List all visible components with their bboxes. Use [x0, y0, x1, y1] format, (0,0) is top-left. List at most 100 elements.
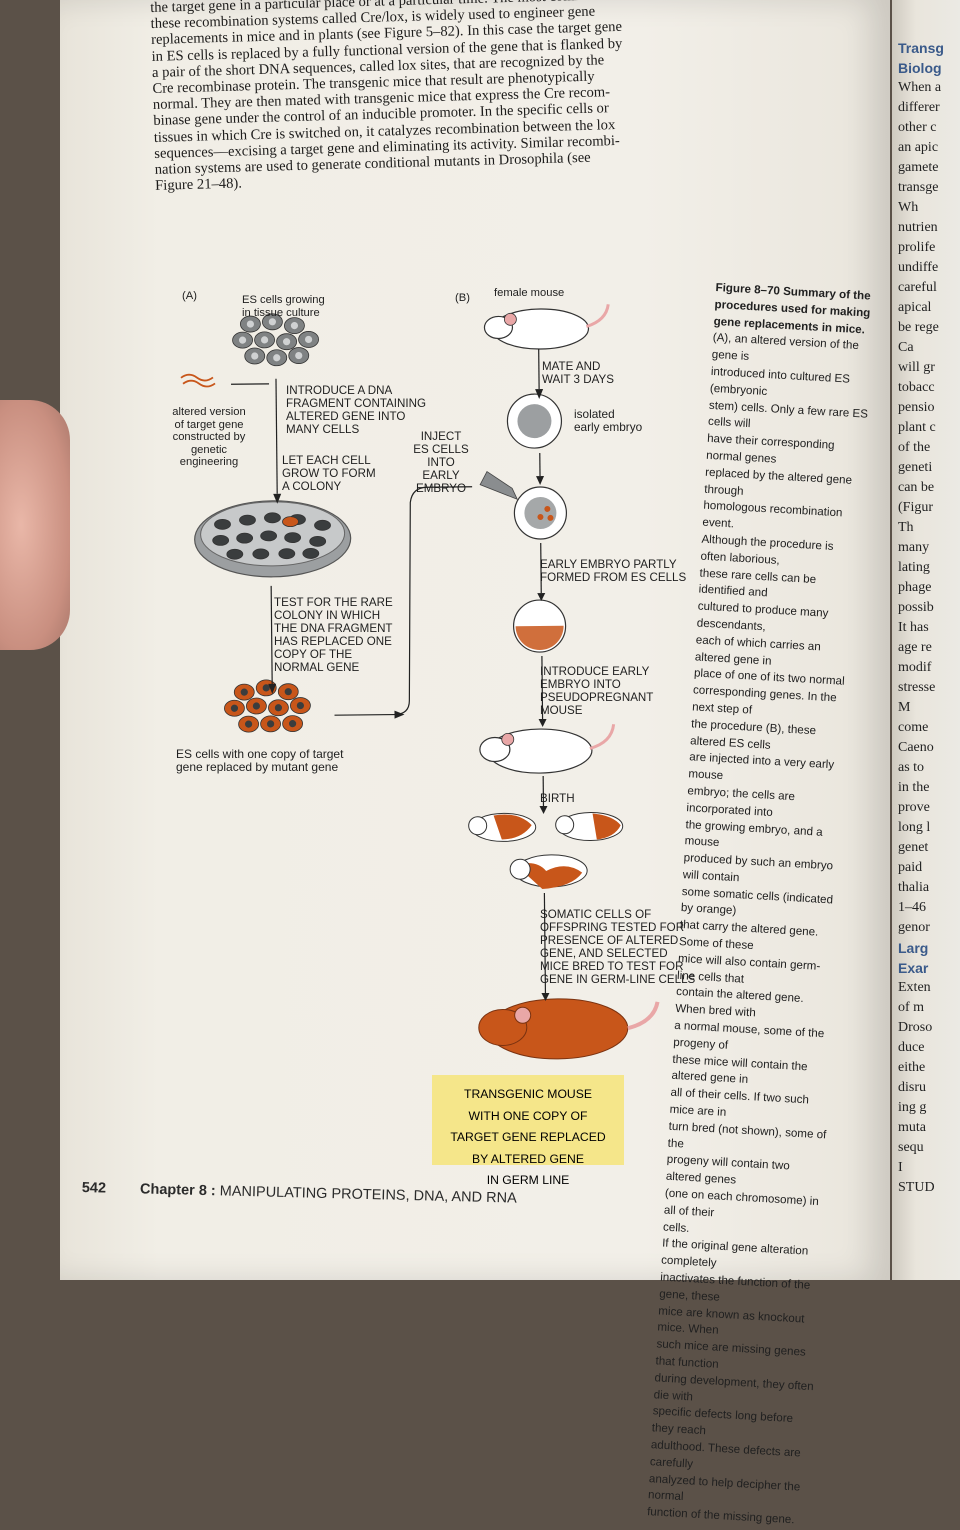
chapter-number: Chapter 8 : [140, 1181, 216, 1199]
facing-page-line: apical [898, 300, 931, 316]
introduce-early-line: PSEUDOPREGNANT [540, 691, 653, 704]
test-rare-line: THE DNA FRAGMENT [274, 622, 393, 635]
altered-version-line: engineering [164, 456, 254, 469]
cell [237, 533, 253, 543]
female-mouse-label: female mouse [494, 287, 564, 300]
facing-page-line: pensio [898, 400, 935, 416]
transgenic-mouse-line: IN GERM LINE [432, 1167, 624, 1189]
somatic-cells-line: OFFSPRING TESTED FOR [540, 921, 695, 934]
introduce-early-line: MOUSE [540, 704, 653, 717]
facing-page-line: Droso [898, 1020, 932, 1036]
inject-line: EARLY EMBRYO [398, 469, 484, 495]
thumb [0, 400, 70, 650]
facing-page-line: long l [898, 820, 930, 836]
facing-page-line: Transg [898, 40, 944, 56]
facing-page-line: undiffe [898, 260, 938, 276]
body-paragraph: the target gene in a particular place or… [150, 0, 695, 194]
facing-page-line: It has [898, 620, 929, 636]
transgenic-mouse-line: TARGET GENE REPLACED [432, 1124, 624, 1146]
introduce-early-line: EMBRYO INTO [540, 678, 653, 691]
rare-colony-cells [224, 679, 311, 732]
cell [261, 531, 277, 541]
facing-page-line: I [898, 1160, 903, 1176]
facing-page-line: careful [898, 280, 937, 296]
cell [314, 520, 330, 530]
facing-page-line: muta [898, 1120, 926, 1136]
facing-page-line: thalia [898, 880, 929, 896]
somatic-cells-line: SOMATIC CELLS OF [540, 908, 695, 921]
facing-page-line: Exar [898, 960, 928, 976]
facing-page-line: prolife [898, 240, 935, 256]
test-rare-line: TEST FOR THE RARE [274, 596, 393, 609]
es-one-copy-line: ES cells with one copy of target [176, 748, 343, 761]
facing-page-line: differer [898, 100, 940, 116]
cell [264, 513, 280, 523]
isolated-embryo-line: early embryo [574, 421, 642, 434]
transgenic-mouse-line: TRANSGENIC MOUSE [432, 1081, 624, 1103]
introduce-dna-line: ALTERED GENE INTO [286, 410, 426, 423]
isolated-embryo-line: isolated [574, 408, 642, 421]
somatic-cells-line: PRESENCE OF ALTERED [540, 934, 695, 947]
inject-line: ES CELLS [398, 443, 484, 456]
let-each-cell-line: GROW TO FORM [282, 467, 376, 480]
facing-page-line: duce [898, 1040, 924, 1056]
cell [285, 533, 301, 543]
facing-page-line: genor [898, 920, 930, 936]
early-embryo-partly-line: FORMED FROM ES CELLS [540, 571, 686, 584]
facing-page-line: paid [898, 860, 922, 876]
es-one-copy-line: gene replaced by mutant gene [176, 761, 343, 774]
facing-page-line: nutrien [898, 220, 938, 236]
facing-page-line: Biolog [898, 60, 942, 76]
facing-page-line: of m [898, 1000, 924, 1016]
altered-version-line: constructed by [164, 431, 254, 444]
cell [253, 549, 269, 559]
facing-page-line: phage [898, 580, 931, 596]
transgenic-mouse-line: BY ALTERED GENE [432, 1146, 624, 1168]
facing-page-line: Ca [898, 340, 914, 356]
test-rare-line: NORMAL GENE [274, 661, 393, 674]
partly-formed-embryo-icon [513, 600, 566, 653]
cell [310, 536, 326, 546]
facing-page-line: gamete [898, 160, 938, 176]
somatic-cells-line: MICE BRED TO TEST FOR [540, 960, 695, 973]
facing-page-line: will gr [898, 360, 935, 376]
facing-page-line: an apic [898, 140, 938, 156]
facing-page-line: Exten [898, 980, 931, 996]
facing-page-line: STUD [898, 1180, 935, 1196]
pseudopregnant-mouse-icon [480, 724, 614, 773]
transgenic-mouse-icon [479, 998, 659, 1060]
introduce-dna-line: INTRODUCE A DNA [286, 384, 426, 397]
facing-page-line: be rege [898, 320, 939, 336]
caption-title: Figure 8–70 Summary of the procedures us… [713, 280, 876, 339]
somatic-cells-line: GENE, AND SELECTED [540, 947, 695, 960]
facing-page-line: geneti [898, 460, 932, 476]
altered-version-line: altered version [164, 406, 254, 419]
facing-page-line: Larg [898, 940, 928, 956]
dna-fragment-icon [181, 374, 215, 386]
test-rare-line: COPY OF THE [274, 648, 393, 661]
facing-page-line: 1–46 [898, 900, 926, 916]
let-each-cell-line: A COLONY [282, 480, 376, 493]
inject-line: INJECT [398, 430, 484, 443]
pipette-icon [480, 471, 517, 499]
birth-step: BIRTH [540, 792, 575, 805]
female-mouse-icon [484, 304, 608, 349]
facing-page-line: of the [898, 440, 930, 456]
introduce-early-line: INTRODUCE EARLY [540, 665, 653, 678]
facing-page-line: transge [898, 180, 938, 196]
facing-page-line: When a [898, 80, 941, 96]
facing-page-line: many [898, 540, 929, 556]
